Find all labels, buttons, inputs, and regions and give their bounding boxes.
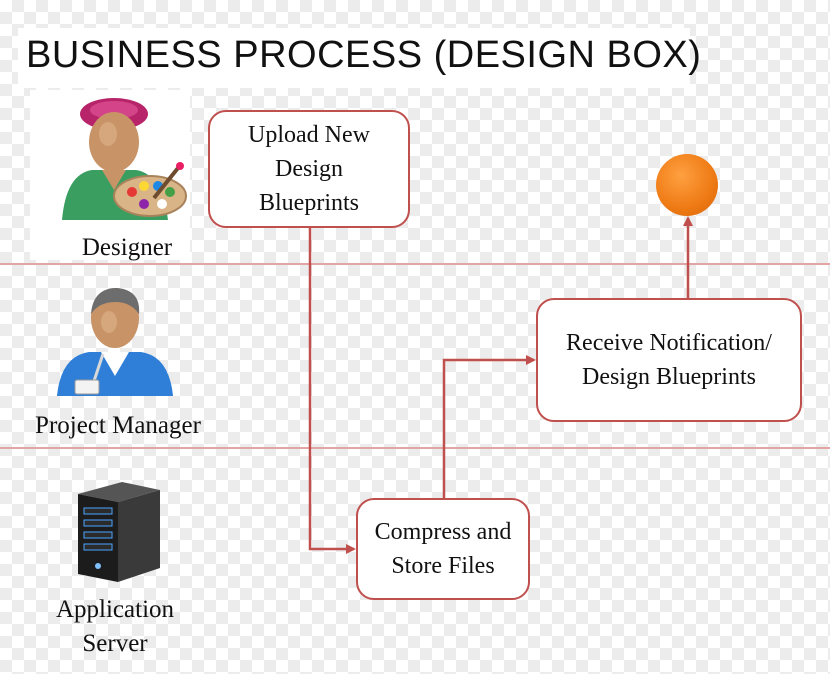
actor-label-application-server: Application Server <box>55 596 175 657</box>
lane-divider-designer-pm <box>0 263 830 265</box>
lane-divider-pm-server <box>0 447 830 449</box>
step-upload-label: Upload New Design Blueprints <box>248 122 370 216</box>
step-compress-label: Compress and Store Files <box>374 519 512 579</box>
step-compress-store: Compress and Store Files <box>356 498 530 600</box>
step-receive-notification: Receive Notification/ Design Blueprints <box>536 298 802 422</box>
connector-compress-to-notify <box>442 355 536 498</box>
step-notify-label: Receive Notification/ Design Blueprints <box>566 330 772 390</box>
page-title: BUSINESS PROCESS (DESIGN BOX) <box>26 34 702 76</box>
step-upload-blueprints: Upload New Design Blueprints <box>208 110 410 228</box>
title-background <box>18 28 690 88</box>
designer-artist-icon <box>62 98 187 220</box>
connector-upload-to-compress <box>308 228 356 554</box>
designer-actor: Designer <box>32 92 222 265</box>
project-manager-icon <box>57 288 173 396</box>
actor-label-designer: Designer <box>81 234 173 261</box>
end-node <box>656 154 718 216</box>
application-server-actor: Application Server <box>20 476 210 661</box>
server-tower-icon <box>78 482 160 582</box>
actor-label-project-manager: Project Manager <box>35 412 201 439</box>
project-manager-actor: Project Manager <box>23 280 213 443</box>
